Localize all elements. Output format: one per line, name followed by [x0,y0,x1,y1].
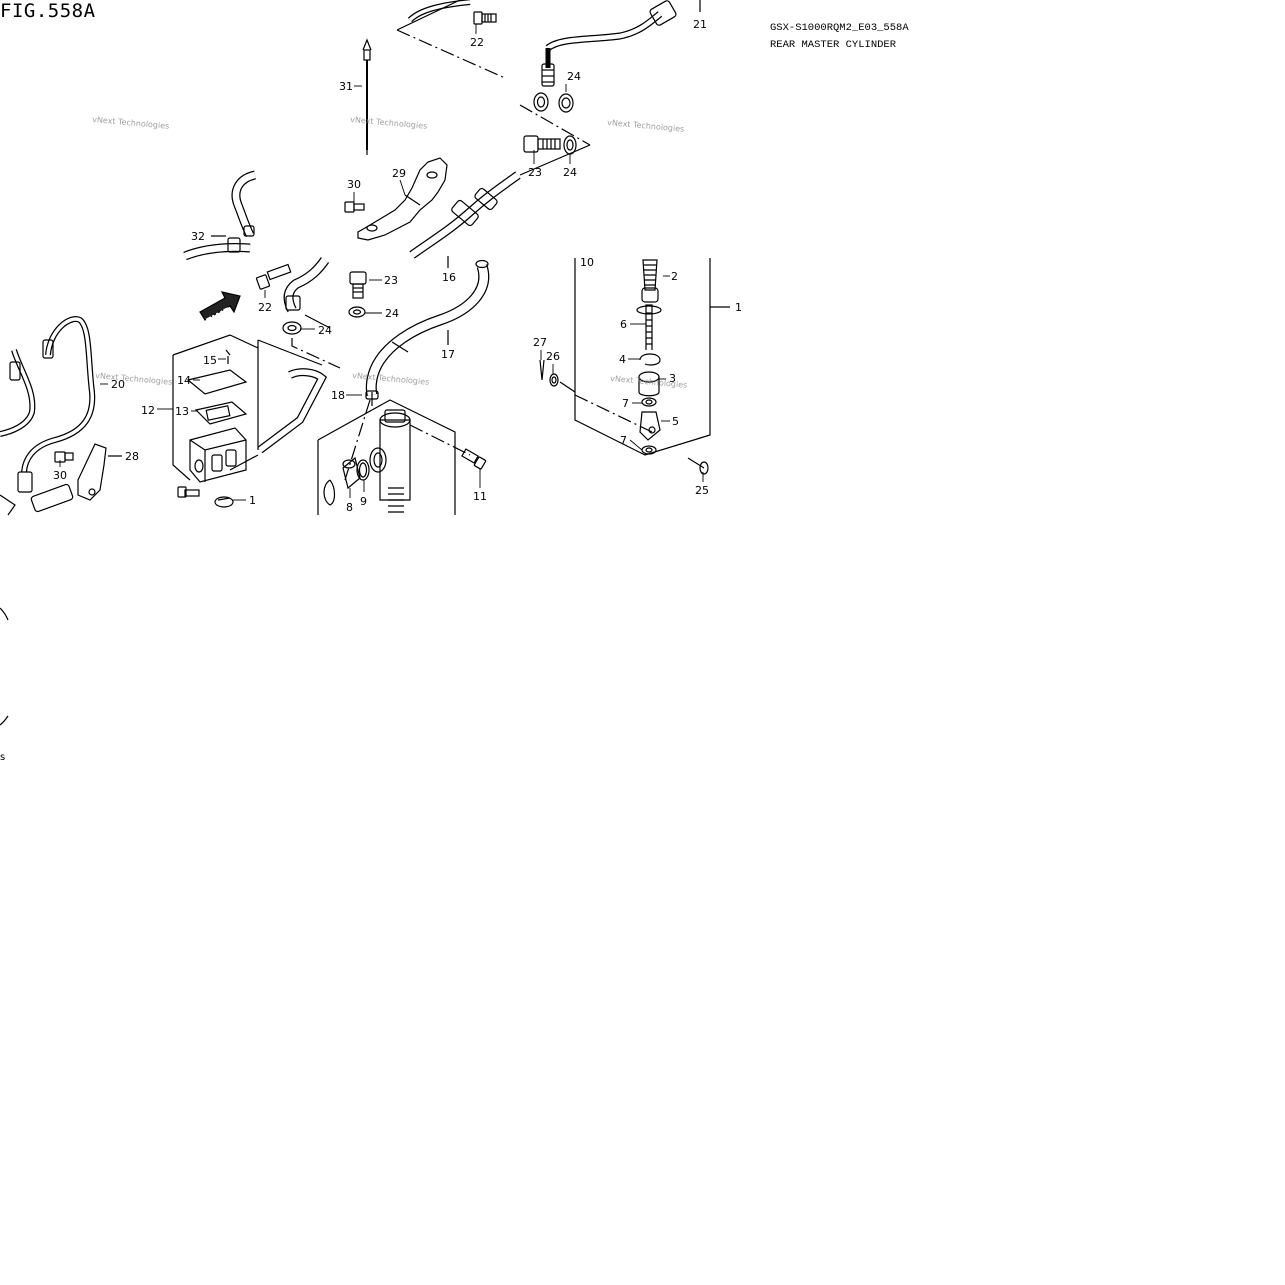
piston-3 [638,371,660,397]
callout-12: 12 [141,404,155,417]
callout-30-upper: 30 [347,178,361,191]
banjo-bolt-23-middle [348,271,367,318]
boot-2 [641,259,659,303]
brake-pipe-20 [0,316,96,516]
callout-28: 28 [125,450,139,463]
callout-16: 16 [442,271,456,284]
callout-labels: 21 22 24 31 23 24 30 29 32 16 23 22 24 2… [0,18,742,763]
watermark-1: vNext Technologies [92,115,170,131]
callout-9: 9 [360,495,367,508]
callout-5: 5 [672,415,679,428]
bolt-22-top [473,11,497,25]
brake-hose-upper [407,0,701,113]
callout-7-lower: 7 [620,434,627,447]
bolt-22-middle [255,263,292,290]
nut-7-upper [641,397,657,407]
reservoir-hose [283,257,330,313]
watermark-2: vNext Technologies [350,115,428,131]
bolt-30-upper [344,201,365,213]
hose-32 [183,170,257,261]
model-code: GSX-S1000RQM2_E03_558A [770,22,909,34]
washer-26 [549,373,559,387]
callout-22-top: 22 [470,36,484,49]
callout-8: 8 [346,501,353,514]
callout-31: 31 [339,80,353,93]
callout-4: 4 [619,353,626,366]
callout-27: 27 [533,336,547,349]
callout-29: 29 [392,167,406,180]
callout-20: 20 [111,378,125,391]
nut-7-lower [641,445,657,455]
figure-title: FIG.558A [0,0,96,22]
callout-11: 11 [473,490,487,503]
callout-30-left: 30 [53,469,67,482]
pushrod-6 [636,304,662,350]
washer-24-middle [282,321,302,335]
banjo-bolt-23 [523,135,577,155]
clevis-5 [639,411,661,441]
callout-23-top: 23 [528,166,542,179]
callout-24-middle: 24 [318,324,332,337]
assembly-name: REAR MASTER CYLINDER [770,39,897,51]
fwd-arrow [199,291,241,321]
callout-22-middle: 22 [258,301,272,314]
callout-3: 3 [669,372,676,385]
callout-32: 32 [191,230,205,243]
hose-17 [365,259,490,397]
callout-24-mid-right: 24 [385,307,399,320]
pin-25 [687,457,709,475]
circlip-4 [639,353,661,366]
callout-17: 17 [441,348,455,361]
long-bolt-31 [362,38,372,155]
bolt-11 [461,448,487,470]
edge-fragment: s [0,752,5,763]
bolt-30-left [54,451,74,463]
reservoir-assembly [172,334,259,483]
master-cylinder-body [317,390,456,515]
callout-7-upper: 7 [622,397,629,410]
callout-21: 21 [693,18,707,31]
hose-16 [409,171,521,268]
hose-clamp-1 [214,496,234,508]
callout-25: 25 [695,484,709,497]
callout-14: 14 [177,374,191,387]
callout-2: 2 [671,270,678,283]
bracket-29 [357,157,448,241]
callout-24-top: 24 [567,70,581,83]
callout-24-right: 24 [563,166,577,179]
callout-1-left: 1 [249,494,256,507]
callout-23-middle: 23 [384,274,398,287]
callout-18: 18 [331,389,345,402]
o-ring-9 [356,459,370,481]
callout-6: 6 [620,318,627,331]
watermark-3: vNext Technologies [607,118,685,134]
callout-1-right: 1 [735,301,742,314]
bolt-lower-left [177,486,200,498]
cotter-pin-27 [539,359,545,381]
watermark-5: vNext Technologies [352,371,430,387]
callout-26: 26 [546,350,560,363]
circlip-10-lower [323,479,336,506]
bracket-28 [77,443,122,501]
callout-13: 13 [175,405,189,418]
pushrod-assembly-bracket [574,258,730,456]
callout-10-right: 10 [580,256,594,269]
callout-15: 15 [203,354,217,367]
